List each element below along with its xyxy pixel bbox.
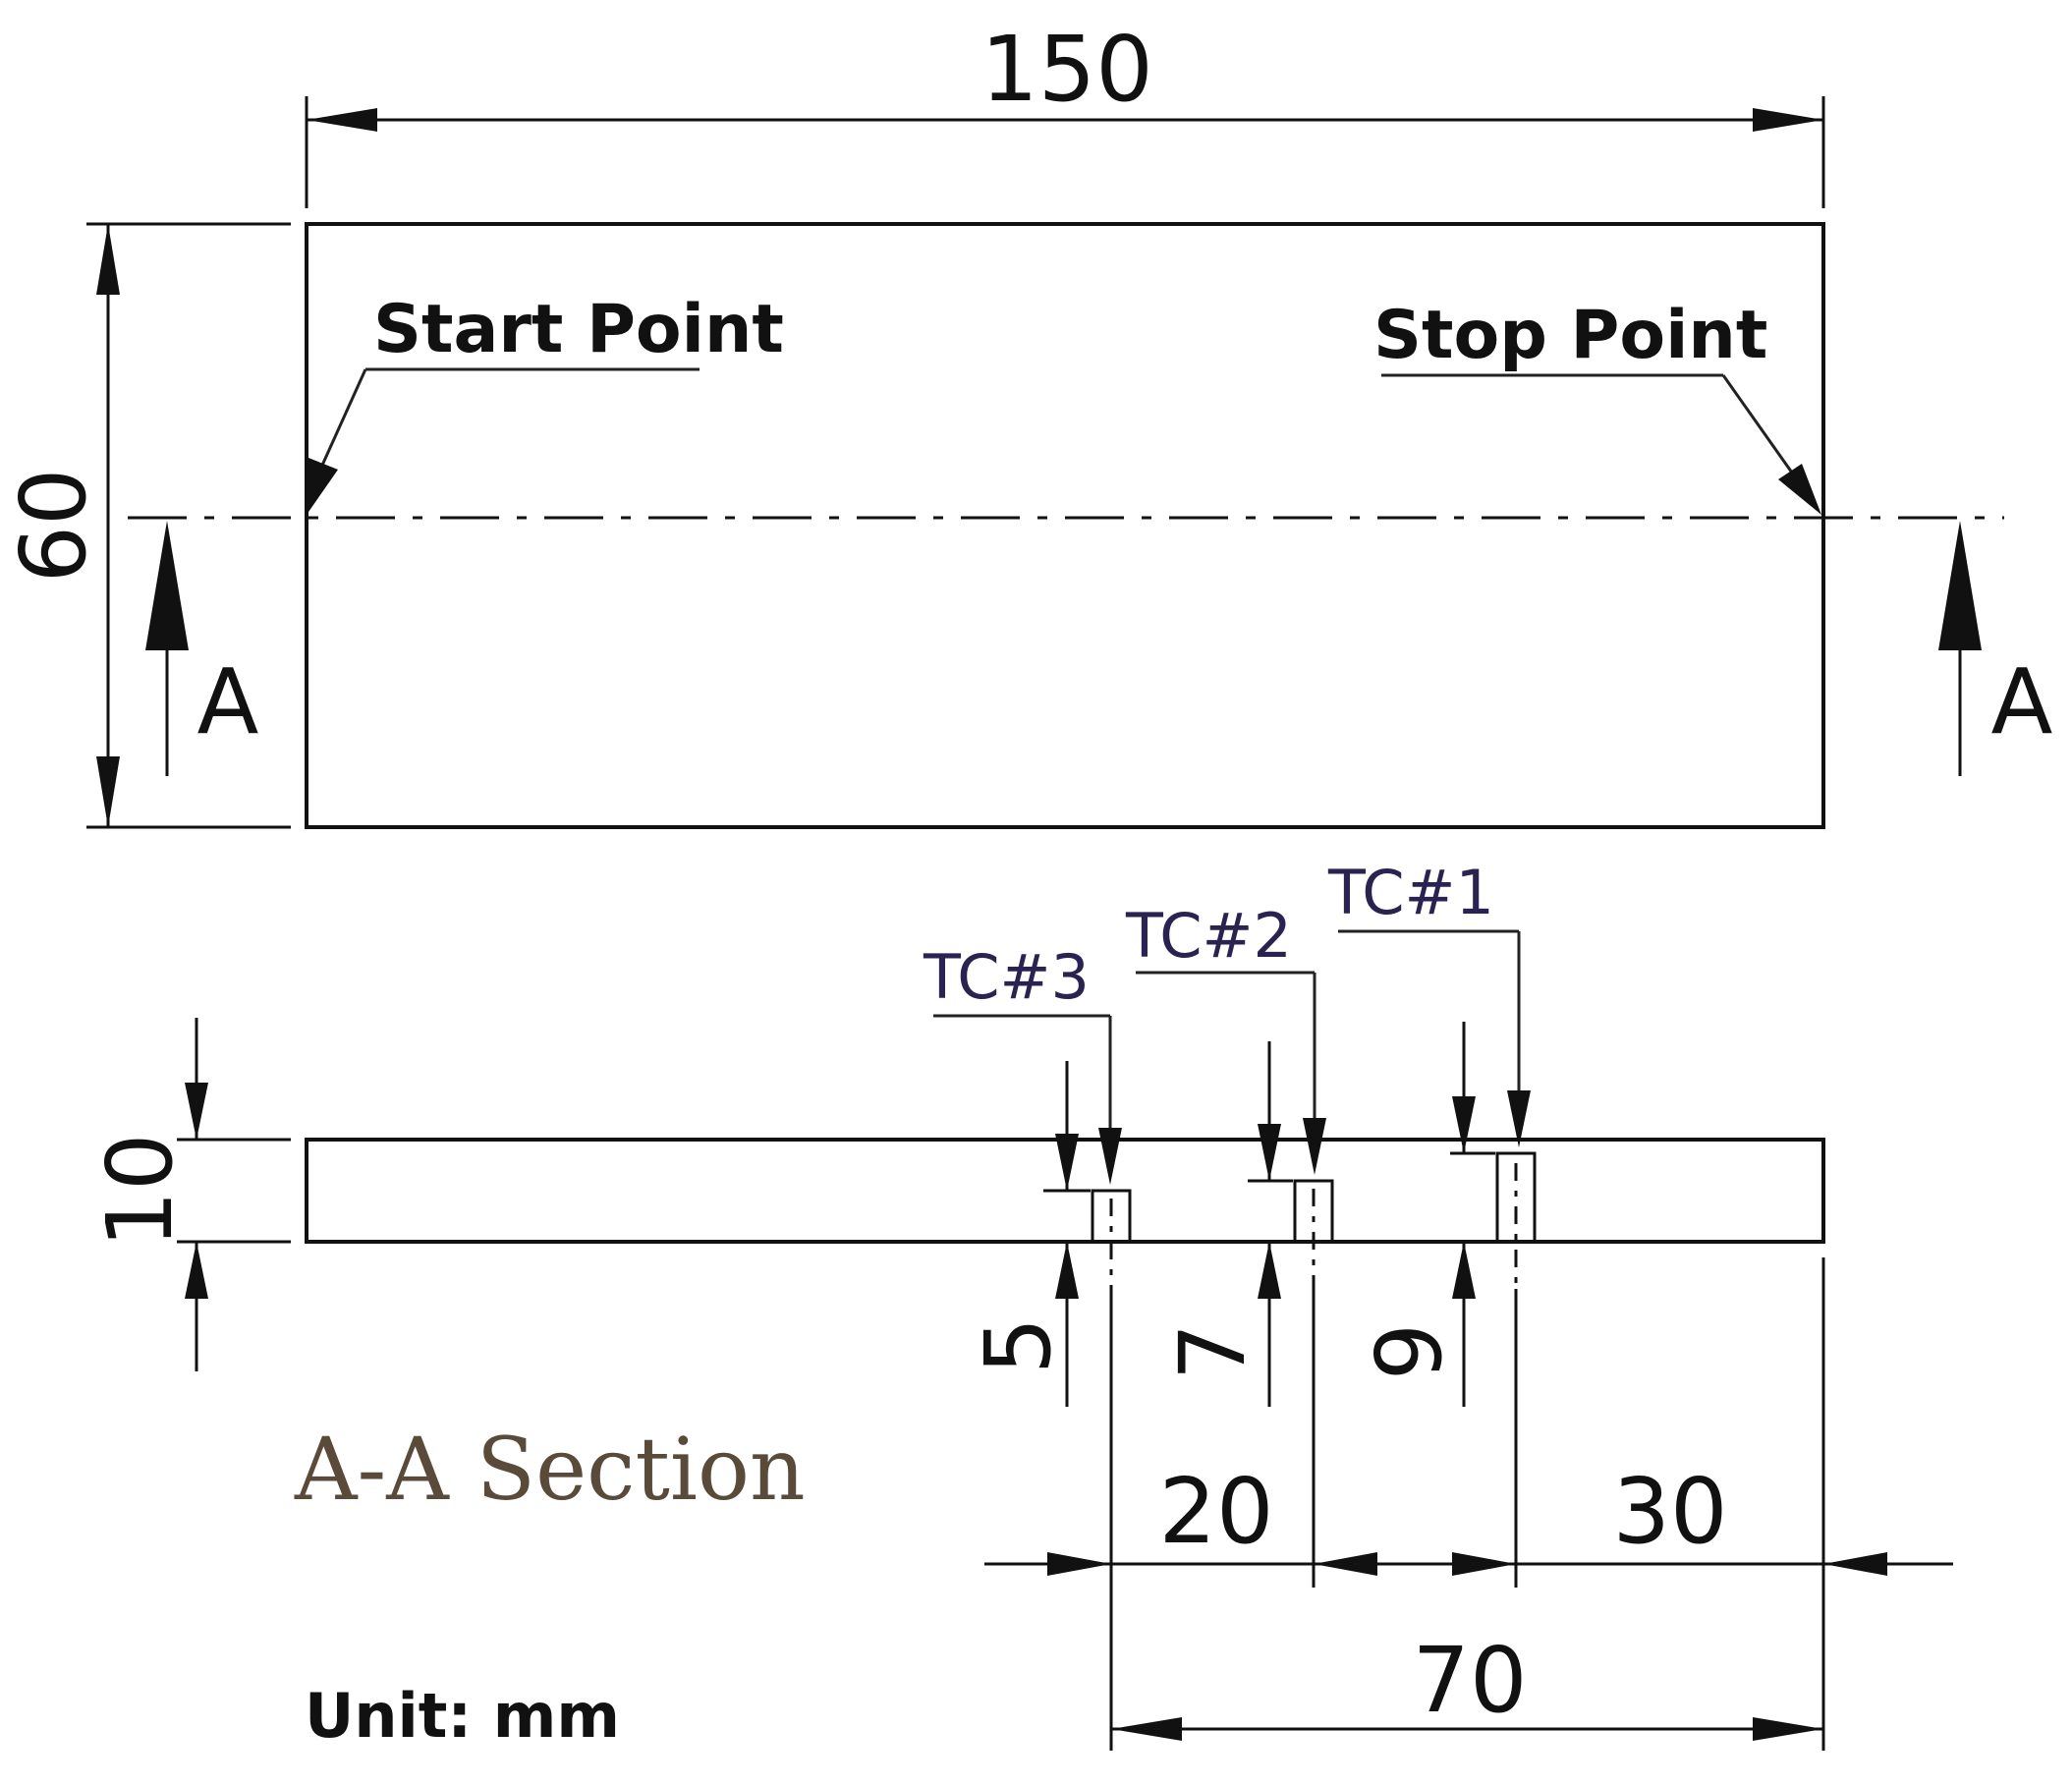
tc2-callout: TC#2 [1125,900,1326,1175]
section-marker-left: A [197,649,259,754]
spacing-dimensions: 20 30 [984,1459,1953,1576]
plan-view: 150 60 A A Start Point [1,17,2053,829]
section-marker-right: A [1991,649,2053,754]
section-arrow-left: A [145,521,259,776]
tc2-hole [1293,1179,1334,1289]
start-point-label: Start Point [373,291,784,368]
total-dim-text: 70 [1412,1628,1527,1733]
tc3-hole [1091,1189,1132,1289]
section-arrow-right: A [1938,521,2053,776]
tc3-callout: TC#3 [923,941,1122,1185]
tc1-depth-dimension: 9 [1357,1022,1495,1407]
thickness-dim-text: 10 [87,1133,193,1248]
height-dimension: 60 [1,222,291,829]
tc2-depth-dimension: 7 [1160,1041,1293,1407]
section-view: 10 TC#3 TC#2 TC#1 [87,857,1953,1751]
thickness-dimension: 10 [87,1018,291,1371]
total-dimension: 70 [1111,1628,1823,1741]
height-dim-text: 60 [1,468,106,583]
start-point-callout: Start Point [307,291,784,515]
width-dimension: 150 [305,17,1825,208]
spacing-dim-30: 30 [1612,1459,1727,1564]
tc3-depth-dimension: 5 [966,1061,1091,1407]
stop-point-label: Stop Point [1373,297,1767,374]
tc1-label: TC#1 [1327,857,1494,928]
tc1-callout: TC#1 [1327,857,1531,1147]
stop-point-callout: Stop Point [1373,297,1821,515]
section-title: A-A Section [294,1419,806,1520]
tc3-depth-text: 5 [966,1317,1071,1375]
tc2-depth-text: 7 [1160,1323,1265,1381]
spacing-dim-20: 20 [1158,1459,1273,1564]
width-dim-text: 150 [980,17,1153,122]
tc3-label: TC#3 [923,941,1090,1013]
tc1-hole [1495,1151,1537,1289]
plate-outline [305,222,1825,829]
tc2-label: TC#2 [1125,900,1292,972]
unit-note: Unit: mm [305,1680,620,1752]
tc1-depth-text: 9 [1357,1323,1462,1381]
